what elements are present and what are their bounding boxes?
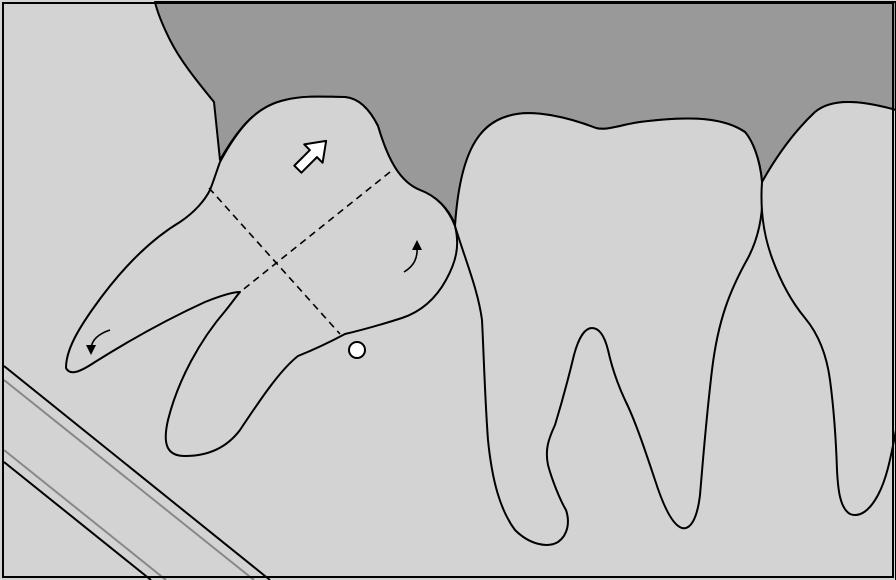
fulcrum-circle-icon (349, 342, 365, 358)
